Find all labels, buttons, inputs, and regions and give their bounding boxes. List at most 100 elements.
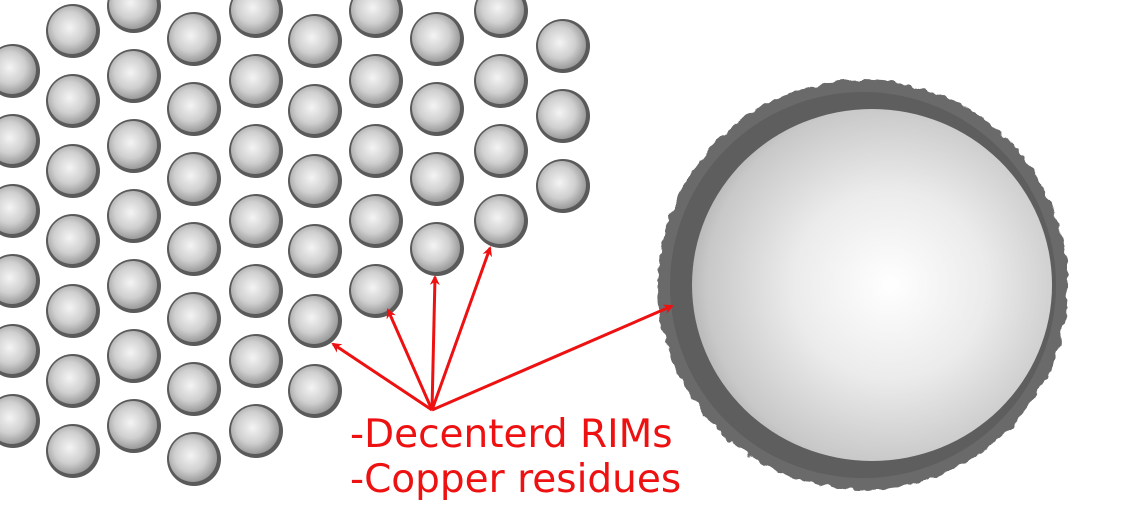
- solder-ball-surface: [109, 51, 157, 99]
- solder-ball-surface: [412, 84, 460, 132]
- solder-ball-surface: [476, 0, 524, 34]
- solder-ball-surface: [476, 196, 524, 244]
- annotation-arrows: [331, 246, 674, 412]
- solder-ball: [474, 124, 528, 178]
- solder-ball: [107, 329, 161, 383]
- solder-ball-surface: [109, 191, 157, 239]
- solder-ball: [107, 0, 161, 33]
- solder-ball: [46, 74, 100, 128]
- solder-ball-surface: [169, 364, 217, 412]
- solder-ball-surface: [0, 186, 36, 234]
- solder-ball: [349, 264, 403, 318]
- annotation-arrow: [431, 304, 674, 412]
- solder-ball-surface: [351, 0, 399, 34]
- solder-ball-surface: [109, 261, 157, 309]
- annotation-arrow: [429, 275, 440, 411]
- solder-ball-surface: [538, 161, 586, 209]
- solder-ball: [410, 152, 464, 206]
- annotation-arrow: [430, 246, 493, 411]
- solder-ball-surface: [48, 356, 96, 404]
- solder-ball: [410, 82, 464, 136]
- solder-ball: [410, 12, 464, 66]
- solder-ball: [0, 254, 40, 308]
- annotation-line-2: -Copper residues: [350, 457, 681, 502]
- annotation-arrow: [331, 342, 433, 412]
- solder-ball-surface: [538, 21, 586, 69]
- solder-ball: [229, 124, 283, 178]
- solder-ball-surface: [169, 154, 217, 202]
- solder-ball: [46, 214, 100, 268]
- solder-ball: [229, 264, 283, 318]
- solder-ball: [0, 44, 40, 98]
- solder-ball-surface: [476, 56, 524, 104]
- solder-ball: [536, 19, 590, 73]
- solder-ball-surface: [48, 146, 96, 194]
- solder-ball-surface: [290, 86, 338, 134]
- solder-ball-surface: [48, 286, 96, 334]
- solder-ball-surface: [169, 14, 217, 62]
- solder-ball: [229, 0, 283, 38]
- solder-ball: [107, 119, 161, 173]
- solder-ball: [46, 354, 100, 408]
- solder-ball: [474, 194, 528, 248]
- solder-ball: [167, 432, 221, 486]
- solder-ball-surface: [412, 224, 460, 272]
- solder-ball-surface: [48, 76, 96, 124]
- solder-ball-surface: [0, 46, 36, 94]
- solder-ball: [0, 324, 40, 378]
- solder-ball: [46, 144, 100, 198]
- solder-ball-surface: [351, 126, 399, 174]
- annotation-line-1: -Decenterd RIMs: [350, 412, 673, 457]
- solder-ball: [349, 0, 403, 38]
- solder-ball: [288, 154, 342, 208]
- solder-ball: [349, 54, 403, 108]
- solder-ball: [288, 364, 342, 418]
- solder-ball-surface: [231, 406, 279, 454]
- solder-ball: [474, 54, 528, 108]
- solder-ball: [288, 14, 342, 68]
- closeup-solder-ball: [658, 80, 1068, 490]
- solder-ball: [288, 294, 342, 348]
- solder-ball: [288, 224, 342, 278]
- solder-ball: [536, 159, 590, 213]
- solder-ball-surface: [169, 224, 217, 272]
- solder-ball: [0, 394, 40, 448]
- solder-ball: [0, 184, 40, 238]
- solder-ball-surface: [351, 266, 399, 314]
- solder-ball-surface: [231, 196, 279, 244]
- solder-ball: [46, 4, 100, 58]
- solder-ball: [107, 259, 161, 313]
- solder-ball-surface: [109, 401, 157, 449]
- solder-ball: [229, 194, 283, 248]
- solder-ball-surface: [0, 116, 36, 164]
- solder-ball-surface: [538, 91, 586, 139]
- solder-ball-surface: [231, 126, 279, 174]
- solder-ball: [167, 222, 221, 276]
- solder-ball: [167, 152, 221, 206]
- solder-ball-surface: [290, 226, 338, 274]
- solder-ball-surface: [351, 196, 399, 244]
- solder-ball-surface: [109, 331, 157, 379]
- solder-ball-surface: [48, 6, 96, 54]
- annotation-arrow: [386, 308, 434, 411]
- solder-ball-surface: [351, 56, 399, 104]
- solder-ball-surface: [0, 256, 36, 304]
- solder-ball-surface: [0, 326, 36, 374]
- solder-ball: [46, 424, 100, 478]
- solder-ball-array: [0, 0, 590, 486]
- solder-ball: [349, 194, 403, 248]
- closeup-ball-surface: [692, 109, 1052, 461]
- solder-ball: [410, 222, 464, 276]
- solder-ball: [288, 84, 342, 138]
- solder-ball-surface: [231, 56, 279, 104]
- solder-ball: [229, 404, 283, 458]
- solder-ball-surface: [231, 266, 279, 314]
- solder-ball: [474, 0, 528, 38]
- solder-ball-surface: [290, 366, 338, 414]
- solder-ball-surface: [169, 84, 217, 132]
- solder-ball: [107, 399, 161, 453]
- solder-ball-surface: [231, 336, 279, 384]
- solder-ball-surface: [290, 296, 338, 344]
- solder-ball: [46, 284, 100, 338]
